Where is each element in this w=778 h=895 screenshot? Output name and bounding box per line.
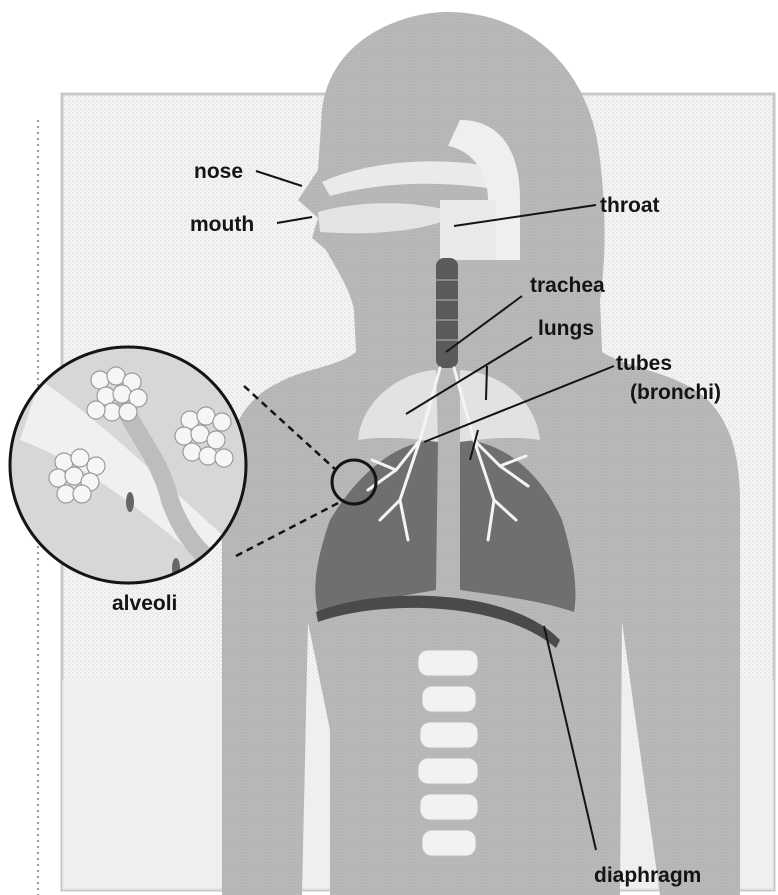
label-mouth: mouth (190, 213, 254, 236)
label-trachea: trachea (530, 274, 605, 297)
label-lungs: lungs (538, 317, 594, 340)
label-throat: throat (600, 194, 660, 217)
throat-area (440, 200, 496, 260)
label-alveoli: alveoli (112, 592, 177, 615)
label-bronchi: (bronchi) (630, 381, 721, 404)
label-nose: nose (194, 160, 243, 183)
label-tubes: tubes (616, 352, 672, 375)
label-diaphragm: diaphragm (594, 864, 701, 887)
